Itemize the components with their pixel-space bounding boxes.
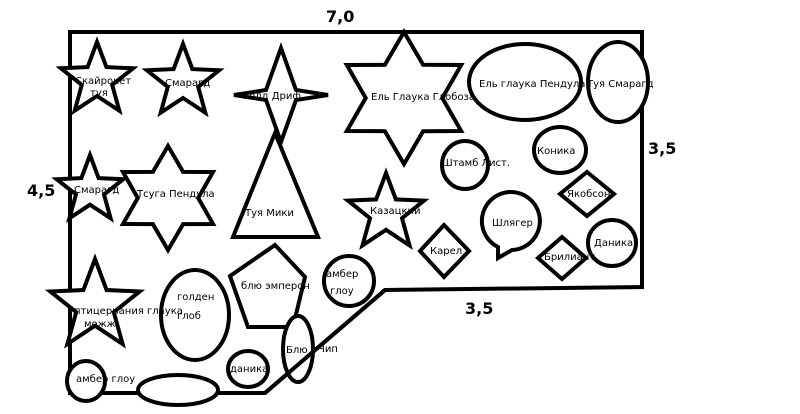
four-point-star-gold-drift: [233, 42, 329, 148]
label-tuya-miki: Туя Мики: [244, 208, 294, 219]
circle-shtamb: [440, 139, 490, 191]
ellipse-empty: [136, 373, 220, 407]
label-blue-emperor: блю эмперон: [241, 281, 310, 292]
star-pfitzer: [44, 253, 146, 349]
circle-danika-bottom: [226, 349, 270, 389]
label-yakobson: Якобсон: [567, 189, 610, 200]
label-kazatsky: Казацкий: [370, 206, 421, 217]
dimension-bottom-right: 3,5: [465, 299, 493, 318]
label-briliant: Брилиант: [544, 252, 595, 263]
label-smaragd-left: Смарагд: [74, 185, 119, 196]
label-danika-bottom: даника: [230, 364, 268, 375]
star-smaragd-left: [51, 149, 129, 223]
label-blue-chip-1: Блю: [286, 345, 308, 356]
label-gold-drift: Голд Дриф: [243, 91, 301, 102]
hexagram-tsuga: [119, 142, 217, 254]
star-kazatsky: [342, 167, 430, 251]
label-el-pendula: Ель глаука Пендула: [479, 79, 585, 90]
circle-danika: [586, 218, 638, 268]
circle-konika: [532, 125, 588, 175]
label-amber-glow-bottom: амбер глоу: [76, 374, 135, 385]
label-konika: Коника: [537, 146, 575, 157]
triangle-tuya-miki: [230, 127, 321, 239]
label-tuya-smaragd: Туя Смарагд: [586, 79, 654, 90]
label-golden-glob-1: голден: [177, 292, 214, 303]
label-blue-chip-2: Чип: [318, 344, 338, 355]
diamond-yakobson: [556, 169, 618, 219]
label-skyrocket-1: Скайрокет: [75, 76, 131, 87]
circle-amber-glow-bottom: [65, 359, 107, 403]
label-pfitzer-2: можж: [84, 319, 116, 330]
label-el-globoza: Ель Глаука Глобоза: [371, 92, 475, 103]
dimension-right: 3,5: [648, 139, 676, 158]
ellipse-tuya-smaragd: [586, 40, 650, 124]
dimension-left: 4,5: [27, 181, 55, 200]
label-shlyager: Шлягер: [492, 218, 533, 229]
boundary-diagonal-overlay: [263, 288, 387, 395]
label-golden-glob-2: глоб: [177, 311, 201, 322]
label-smaragd: Смарагд: [165, 78, 210, 89]
label-amber-glow-2: глоу: [330, 286, 354, 297]
label-pfitzer-1: птицериания глаука: [74, 306, 183, 317]
label-shtamb: Штамб Лист.: [442, 158, 510, 169]
star-smaragd: [141, 38, 225, 118]
speech-bubble-shlyager: [479, 190, 542, 262]
label-karel: Карел: [430, 246, 462, 257]
dimension-top: 7,0: [326, 7, 354, 26]
circle-amber-glow: [322, 254, 376, 308]
label-skyrocket-2: туя: [90, 88, 108, 99]
diamond-karel: [417, 222, 472, 280]
star-skyrocket: [55, 36, 139, 116]
hexagram-el-globoza: [343, 28, 465, 168]
ellipse-golden-glob: [159, 268, 231, 362]
ellipse-el-pendula: [467, 42, 583, 122]
pentagon-blue-emperor: [227, 242, 308, 329]
diamond-briliant: [534, 234, 590, 282]
label-danika: Даника: [594, 238, 633, 249]
label-tsuga: Тсуга Пендула: [136, 189, 215, 200]
ellipse-blue-chip: [281, 314, 315, 384]
label-amber-glow-1: амбер: [326, 269, 358, 280]
